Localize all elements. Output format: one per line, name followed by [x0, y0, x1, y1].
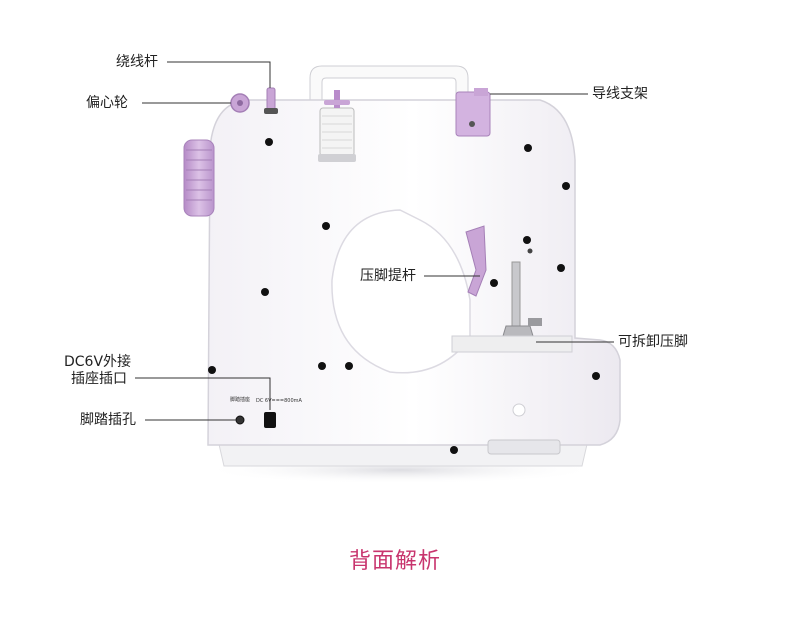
screw-holes: [208, 138, 600, 454]
panel-dc-text: DC 6V===800mA: [256, 398, 302, 404]
pedal-jack: [235, 415, 245, 425]
carry-handle: [309, 65, 469, 101]
label-dc-jack-line1: DC6V外接: [64, 354, 132, 370]
label-thread-guide: 导线支架: [592, 86, 648, 102]
page-title: 背面解析: [348, 549, 441, 574]
label-winder-shaft: 绕线杆: [116, 54, 158, 70]
label-eccentric-wheel: 偏心轮: [86, 95, 128, 111]
arm-opening: [331, 209, 471, 374]
handwheel: [183, 139, 215, 217]
label-presser-lever: 压脚提杆: [360, 268, 416, 284]
label-dc-jack-line2: 插座插口: [71, 371, 127, 387]
presser-lever: [465, 225, 487, 297]
leader-lines: [135, 61, 614, 421]
spool-pin: [334, 90, 340, 108]
label-pedal-jack: 脚踏插孔: [80, 412, 136, 428]
panel-pedal-text: 脚踏插座: [230, 397, 251, 403]
dc-jack: [264, 412, 276, 428]
label-removable-foot: 可拆卸压脚: [618, 334, 688, 350]
thread-guide-bracket: [455, 91, 491, 137]
